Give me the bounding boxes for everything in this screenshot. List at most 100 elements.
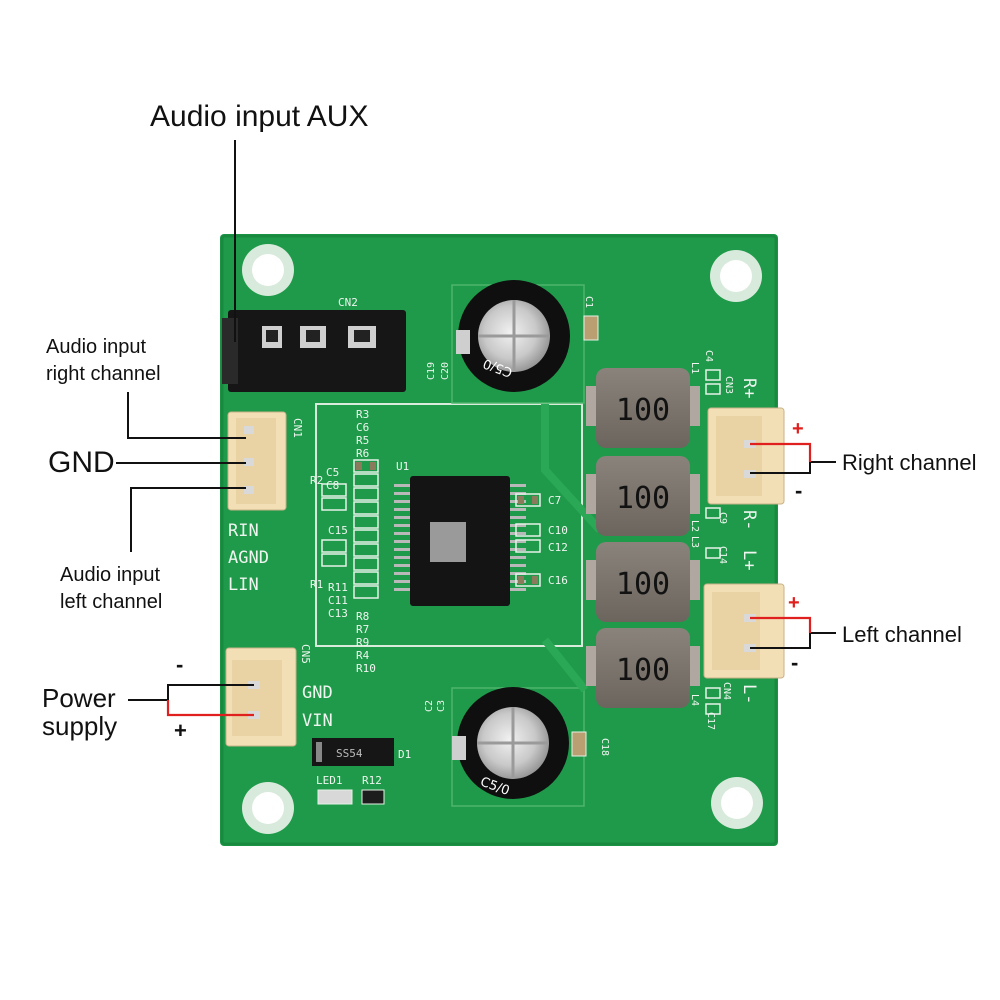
silk-c5: C5 [326,466,339,479]
silk-c11: C11 [328,594,348,607]
diode-d1 [312,738,394,766]
silk-r4: R4 [356,649,370,662]
silk-l-plus: L+ [739,550,759,570]
silk-cn2: CN2 [338,296,358,309]
mounting-hole-bottom-right [711,777,763,829]
inductor-l4 [586,628,700,708]
inductor-l2 [586,456,700,536]
led1 [317,789,353,805]
label-audio-input-left: Audio input left channel [60,562,162,616]
silk-vin: VIN [302,711,333,731]
power-plus-sign: + [174,718,187,743]
silk-l4: L4 [689,694,700,706]
silk-d1: D1 [398,748,411,761]
silk-c10: C10 [548,524,568,537]
silk-r11: R11 [328,581,348,594]
silk-c1: C1 [583,296,594,308]
silk-u1: U1 [396,460,409,473]
label-right-channel: Right channel [842,450,977,475]
resistor-r12 [361,789,385,805]
capacitor-c3 [452,687,569,799]
silk-c16: C16 [548,574,568,587]
silk-c9: C9 [717,512,728,524]
label-power-supply-line1: Power [42,683,116,713]
inductor-value-2: 100 [616,481,670,516]
label-audio-input-aux: Audio input AUX [150,100,369,133]
silk-c19: C19 [426,362,437,380]
silk-rin: RIN [228,521,259,541]
connector-cn1 [227,411,287,511]
silk-r5: R5 [356,434,369,447]
silk-c13: C13 [328,607,348,620]
silk-l1: L1 [689,362,700,374]
silk-cn5: CN5 [299,644,312,664]
silk-r3: R3 [356,408,369,421]
connector-cn4-left-speaker [703,583,785,679]
silk-cn3: CN3 [723,376,734,394]
silk-c6: C6 [356,421,369,434]
silk-l3: L3 [689,536,700,548]
silk-r1: R1 [310,578,323,591]
label-left-channel: Left channel [842,622,962,647]
label-gnd: GND [48,446,115,479]
silk-c8: C8 [326,479,339,492]
silk-lin: LIN [228,575,259,595]
chip-u1 [394,476,526,606]
silk-c17: C17 [705,712,716,730]
right-minus-sign: - [795,478,803,503]
connector-cn5 [225,647,297,747]
leader-audio-right [127,392,246,439]
silk-r-minus: R- [739,510,759,530]
silk-c4: C4 [703,350,714,362]
silk-c12: C12 [548,541,568,554]
silk-r10: R10 [356,662,376,675]
silk-r12: R12 [362,774,382,787]
label-audio-input-right-line2: right channel [46,363,161,385]
silk-cn4: CN4 [721,682,732,700]
label-power-supply-line2: supply [42,711,118,741]
silk-r7: R7 [356,623,369,636]
capacitor-c20 [456,280,570,392]
label-audio-input-left-line2: left channel [60,591,163,613]
label-audio-input-right-line1: Audio input [46,336,147,358]
silk-agnd: AGND [228,548,269,568]
silk-c18: C18 [599,738,610,756]
mounting-hole-top-right [710,250,762,302]
silk-l2: L2 [689,520,700,532]
inductor-l3 [586,542,700,622]
silk-r6: R6 [356,447,369,460]
leader-left-channel [750,632,836,649]
mounting-hole-bottom-left [242,782,294,834]
label-audio-input-right: Audio input right channel [46,334,161,388]
silk-led1: LED1 [316,774,343,787]
silk-r-plus: R+ [739,378,759,398]
power-minus-sign: - [176,652,184,677]
silk-c15: C15 [328,524,348,537]
silk-ss54: SS54 [336,747,363,760]
silk-cn1: CN1 [291,418,304,438]
inductor-value-4: 100 [616,653,670,688]
silk-c7: C7 [548,494,561,507]
silk-c14: C14 [717,546,728,564]
left-minus-sign: - [791,650,799,675]
silk-c3: C3 [436,700,447,712]
silk-gnd: GND [302,683,333,703]
red-wire-left [750,616,812,633]
mounting-hole-top-left [242,244,294,296]
silk-r9: R9 [356,636,369,649]
left-plus-sign: + [788,592,800,614]
audio-jack-aux [222,310,406,392]
silk-c2: C2 [424,700,435,712]
red-wire-right [750,442,812,462]
leader-power [128,684,254,701]
leader-audio-left [130,487,246,552]
inductor-value-3: 100 [616,567,670,602]
silk-r2: R2 [310,474,323,487]
label-audio-input-left-line1: Audio input [60,564,161,586]
connector-cn3-right-speaker [707,407,785,505]
label-power-supply: Power supply [42,684,117,740]
silk-r8: R8 [356,610,369,623]
leader-right-channel [750,461,836,474]
silk-c20: C20 [440,362,451,380]
